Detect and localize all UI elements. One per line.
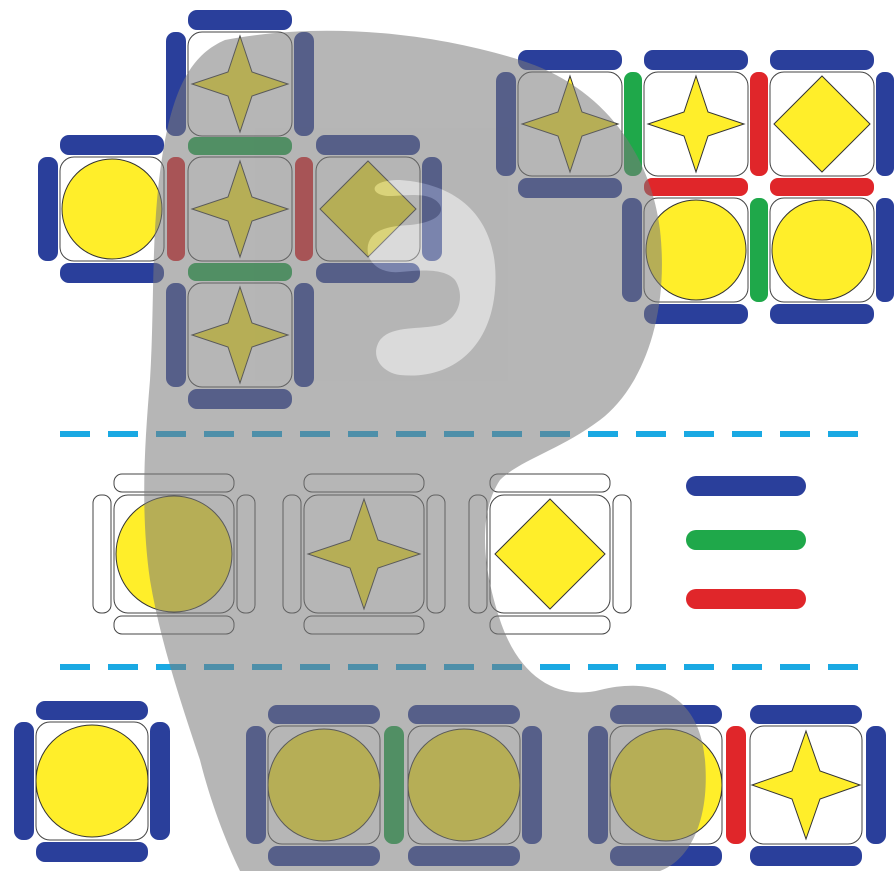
blue-bar bbox=[14, 722, 34, 840]
tile-star-b bbox=[644, 50, 748, 176]
blue-bar bbox=[60, 135, 164, 155]
green-bar bbox=[750, 198, 768, 302]
bar-legend bbox=[686, 476, 806, 609]
blue-bar bbox=[770, 50, 874, 70]
blue-bar bbox=[150, 722, 170, 840]
blue-bar bbox=[38, 157, 58, 261]
legend-red-bar bbox=[686, 589, 806, 609]
red-bar bbox=[750, 72, 768, 176]
blue-bar bbox=[60, 263, 164, 283]
circle-shape bbox=[36, 725, 148, 837]
blue-bar bbox=[750, 705, 862, 724]
example-single bbox=[14, 701, 170, 862]
legend-green-bar bbox=[686, 530, 806, 550]
blue-bar bbox=[644, 50, 748, 70]
blue-bar bbox=[866, 726, 886, 844]
circle-shape bbox=[62, 159, 162, 259]
blue-bar bbox=[36, 842, 148, 862]
hand-cursor-watermark-icon bbox=[144, 31, 706, 871]
blue-bar bbox=[876, 72, 894, 176]
red-bar bbox=[770, 178, 874, 196]
blue-bar bbox=[876, 198, 894, 302]
blue-bar bbox=[36, 701, 148, 720]
red-bar bbox=[644, 178, 748, 196]
red-bar bbox=[726, 726, 746, 844]
blue-bar bbox=[188, 10, 292, 30]
tile-circle-left bbox=[38, 135, 164, 283]
tile-circle-b bbox=[770, 198, 894, 324]
legend-blue-bar bbox=[686, 476, 806, 496]
blue-bar bbox=[644, 304, 748, 324]
circle-shape bbox=[772, 200, 872, 300]
tile-diamond bbox=[770, 50, 894, 176]
blue-bar bbox=[750, 846, 862, 866]
blue-bar bbox=[770, 304, 874, 324]
tile-star bbox=[750, 705, 886, 866]
